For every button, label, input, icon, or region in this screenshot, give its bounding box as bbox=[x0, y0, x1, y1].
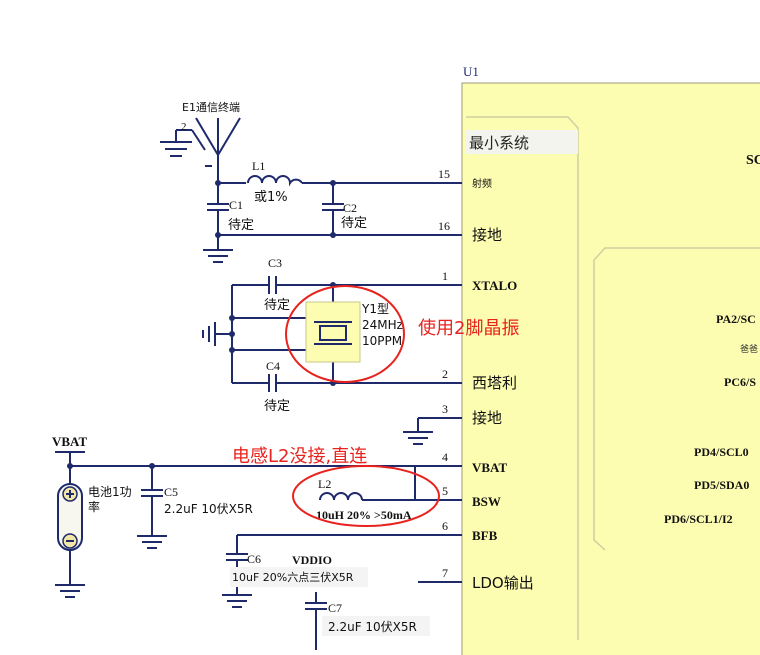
C6-ground-icon bbox=[222, 594, 252, 608]
chip-title: SC bbox=[746, 153, 760, 168]
C1-value: 待定 bbox=[228, 218, 254, 233]
C3-gap bbox=[270, 278, 275, 292]
C2-value: 待定 bbox=[341, 216, 367, 231]
inner-pin-pa2: PA2/SC bbox=[716, 312, 756, 326]
battery-label-line1: 电池1功 bbox=[88, 485, 132, 499]
antenna-ground-icon bbox=[160, 141, 192, 157]
Y1-tolerance: 10PPM bbox=[362, 334, 402, 348]
inner-pin-pc6: PC6/S bbox=[724, 375, 756, 389]
C1-capacitor-icon bbox=[207, 183, 229, 250]
L2-ref: L2 bbox=[318, 477, 331, 491]
antenna-icon bbox=[175, 117, 241, 183]
pin-name-1: XTALO bbox=[472, 278, 517, 293]
pin-num-15: 15 bbox=[438, 167, 450, 181]
inductor-annotation: 电感L2没接,直连 bbox=[232, 446, 367, 467]
C4-capacitor-icon bbox=[268, 374, 277, 392]
L1-inductor-icon bbox=[247, 175, 303, 187]
section-label-bg bbox=[466, 130, 578, 154]
pin-num-7: 7 bbox=[442, 566, 448, 580]
pin-num-4: 4 bbox=[442, 450, 448, 464]
pin-num-16: 16 bbox=[438, 219, 450, 233]
C1-ground-icon bbox=[203, 249, 233, 263]
crystal-highlight-circle bbox=[285, 285, 405, 383]
C4-gap bbox=[270, 376, 275, 390]
Y1-crystal-icon bbox=[314, 321, 352, 345]
chip-inner-block bbox=[593, 247, 760, 551]
junction bbox=[149, 463, 155, 469]
C7-value-bg bbox=[322, 616, 430, 636]
crystal-annotation: 使用2脚晶振 bbox=[418, 318, 519, 339]
C6-value-bg bbox=[230, 567, 368, 587]
Y1-body bbox=[305, 301, 361, 363]
pin-num-1: 1 bbox=[442, 269, 448, 283]
C3-ref: C3 bbox=[268, 256, 282, 270]
L2-inductor-icon bbox=[319, 492, 415, 501]
Y1-freq: 24MHz bbox=[362, 318, 403, 332]
pin-num-6: 6 bbox=[442, 519, 448, 533]
pin-name-2: 西塔利 bbox=[472, 374, 517, 392]
C5-value: 2.2uF 10伏X5R bbox=[164, 502, 253, 516]
pin-name-6: BFB bbox=[472, 528, 498, 543]
C2-ref: C2 bbox=[343, 201, 357, 215]
C5-ground-icon bbox=[137, 535, 167, 549]
pin-name-4: VBAT bbox=[472, 460, 507, 475]
C2-capacitor-icon bbox=[322, 183, 344, 235]
inner-pin-pd6: PD6/SCL1/I2 bbox=[664, 512, 733, 526]
pin-name-15: 射频 bbox=[472, 177, 492, 190]
C7-ref: C7 bbox=[328, 601, 342, 615]
C7-value: 2.2uF 10伏X5R bbox=[328, 620, 417, 634]
C4-ref: C4 bbox=[266, 359, 280, 373]
battery-ground-icon bbox=[55, 584, 85, 598]
L2-value: 10uH 20% >50mA bbox=[316, 508, 412, 522]
pin-numbers: 15 16 1 2 3 4 5 6 7 bbox=[438, 167, 450, 580]
pin-num-2: 2 bbox=[442, 367, 448, 381]
inner-pin-note: 爸爸 bbox=[740, 343, 758, 355]
vddio-label: VDDIO bbox=[292, 553, 332, 567]
C3-capacitor-icon bbox=[268, 276, 277, 294]
junction bbox=[67, 463, 73, 469]
vbat-label: VBAT bbox=[52, 434, 87, 449]
pin-num-3: 3 bbox=[442, 402, 448, 416]
battery-label-line2: 率 bbox=[88, 499, 100, 514]
chip-body bbox=[461, 82, 760, 655]
L1-gap bbox=[246, 173, 302, 187]
chip-inner-outline bbox=[466, 116, 579, 640]
antenna-label: E1通信终端 bbox=[182, 100, 240, 114]
junction bbox=[215, 232, 221, 238]
L1-ref: L1 bbox=[252, 159, 265, 173]
chip-section-label: 最小系统 bbox=[469, 134, 529, 152]
pin-name-16: 接地 bbox=[472, 226, 502, 244]
crystal-ground-icon bbox=[202, 322, 216, 346]
inner-pin-pd4: PD4/SCL0 bbox=[694, 445, 749, 459]
junction bbox=[330, 180, 336, 186]
chip-ref: U1 bbox=[463, 64, 479, 79]
antenna-pin: 2 bbox=[181, 121, 187, 133]
C1-ref: C1 bbox=[229, 198, 243, 212]
pin-name-7: LDO输出 bbox=[472, 574, 534, 592]
L2-highlight-circle bbox=[292, 465, 440, 527]
battery-icon bbox=[57, 483, 83, 551]
C6-ref: C6 bbox=[247, 552, 261, 566]
C5-capacitor-icon bbox=[141, 489, 163, 497]
pin-name-3: 接地 bbox=[472, 409, 502, 427]
pin-name-5: BSW bbox=[472, 494, 501, 509]
junction bbox=[330, 232, 336, 238]
C3-value: 待定 bbox=[264, 298, 290, 313]
C4-value: 待定 bbox=[264, 399, 290, 414]
junction bbox=[229, 347, 235, 353]
pin-num-5: 5 bbox=[442, 484, 448, 498]
junction bbox=[229, 331, 235, 337]
inner-pin-pd5: PD5/SDA0 bbox=[694, 478, 749, 492]
C5-ref: C5 bbox=[164, 485, 178, 499]
C6-value: 10uF 20%六点三伏X5R bbox=[232, 570, 354, 584]
C7-capacitor-icon bbox=[305, 592, 327, 650]
power-wires bbox=[55, 451, 416, 585]
pin3-ground-icon bbox=[403, 418, 433, 445]
L1-value: 或1% bbox=[254, 190, 288, 205]
junction bbox=[229, 315, 235, 321]
Y1-ref: Y1型 bbox=[361, 302, 389, 316]
